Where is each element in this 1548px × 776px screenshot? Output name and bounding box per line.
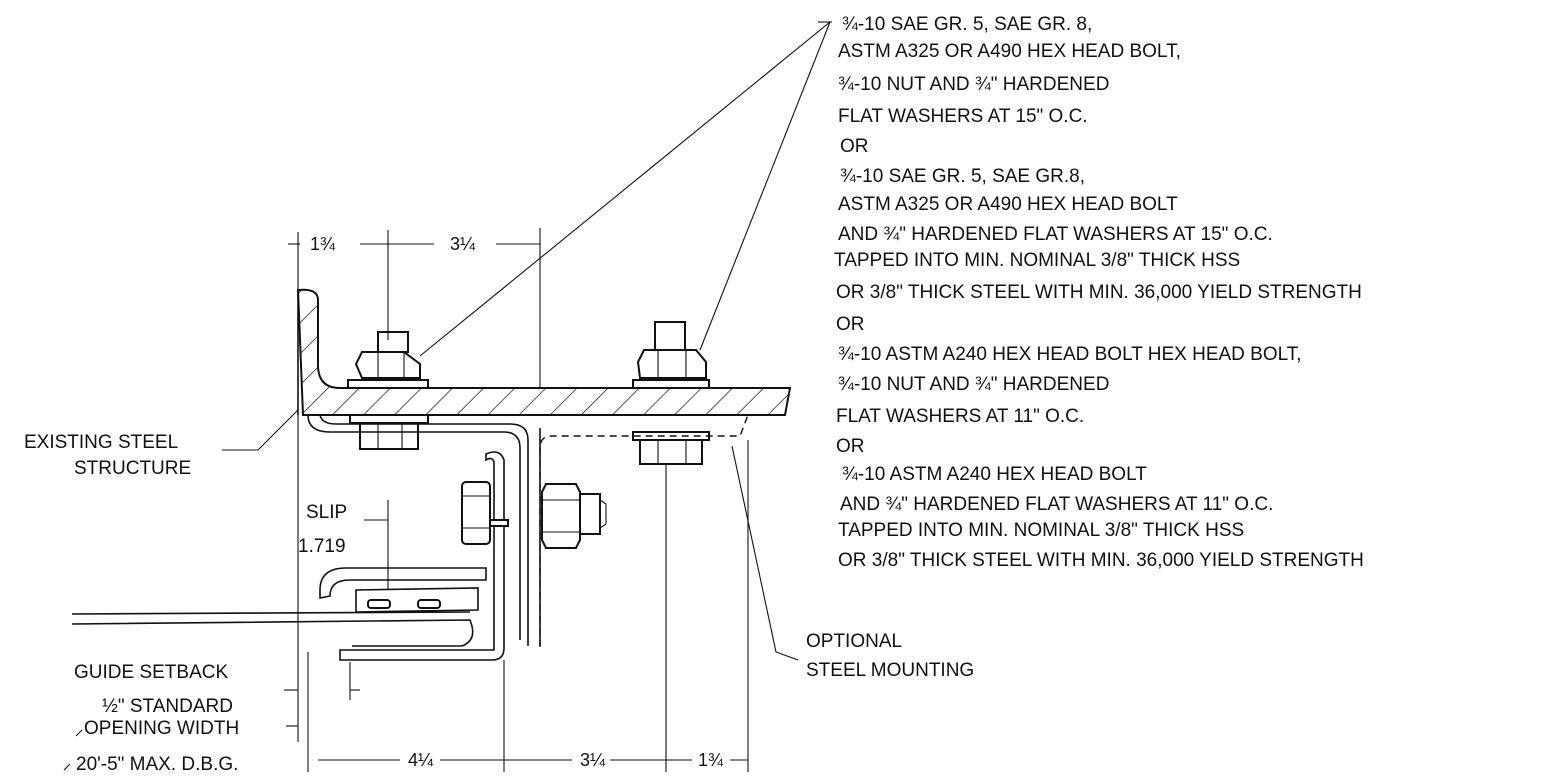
dimension-bottom-b: 3¼	[580, 750, 606, 770]
note-line: OR 3/8" THICK STEEL WITH MIN. 36,000 YIE…	[838, 550, 1364, 571]
dimension-bottom-c: 1¾	[698, 750, 724, 770]
note-line: TAPPED INTO MIN. NOMINAL 3/8" THICK HSS	[838, 520, 1244, 541]
optional-mounting-label: STEEL MOUNTING	[806, 660, 974, 681]
note-line: FLAT WASHERS AT 15" O.C.	[838, 106, 1088, 127]
dimension-bottom-a: 4¼	[408, 750, 434, 770]
standard-setback-label: ½" STANDARD	[102, 696, 233, 717]
note-line: ¾-10 NUT AND ¾" HARDENED	[838, 74, 1109, 95]
existing-steel-label: EXISTING STEEL	[24, 432, 178, 453]
optional-steel-mounting-outline	[539, 414, 749, 647]
guide-bracket	[71, 414, 607, 661]
dimension-top-left: 1¾	[310, 234, 336, 254]
slip-value: 1.719	[298, 536, 346, 557]
dimension-lines	[284, 228, 749, 772]
note-line: FLAT WASHERS AT 11" O.C.	[836, 406, 1084, 427]
opening-width-label: OPENING WIDTH	[84, 718, 239, 739]
left-bolt-assembly	[347, 331, 429, 450]
existing-steel-angle	[296, 288, 792, 416]
note-line: OR	[836, 314, 865, 335]
note-line: OR	[836, 436, 865, 457]
note-line: ASTM A325 OR A490 HEX HEAD BOLT	[838, 194, 1178, 215]
note-line: ¾-10 ASTM A240 HEX HEAD BOLT HEX HEAD BO…	[838, 344, 1302, 365]
dimension-values: 1¾ 3¼ 4¼ 3¼ 1¾	[310, 234, 724, 770]
note-line: ¾-10 NUT AND ¾" HARDENED	[838, 374, 1109, 395]
note-line: ¾-10 ASTM A240 HEX HEAD BOLT	[842, 464, 1147, 485]
note-line: OR 3/8" THICK STEEL WITH MIN. 36,000 YIE…	[836, 282, 1362, 303]
dimension-top-mid: 3¼	[450, 234, 476, 254]
note-line: AND ¾" HARDENED FLAT WASHERS AT 15" O.C.	[838, 224, 1273, 245]
guide-setback-label: GUIDE SETBACK	[74, 662, 228, 683]
note-line: TAPPED INTO MIN. NOMINAL 3/8" THICK HSS	[834, 250, 1240, 271]
note-line: AND ¾" HARDENED FLAT WASHERS AT 11" O.C.	[840, 494, 1273, 515]
optional-mounting-label: OPTIONAL	[806, 631, 902, 652]
max-dbg-label: 20'-5" MAX. D.B.G.	[76, 754, 238, 775]
callout-labels: EXISTING STEEL STRUCTURE SLIP 1.719 OPTI…	[24, 432, 974, 775]
existing-steel-label: STRUCTURE	[74, 458, 191, 479]
leader-lines	[63, 21, 832, 771]
note-line: OR	[840, 136, 869, 157]
note-line: ¾-10 SAE GR. 5, SAE GR.8,	[840, 166, 1085, 187]
note-line: ¾-10 SAE GR. 5, SAE GR. 8,	[842, 14, 1092, 35]
bolt-notes: ¾-10 SAE GR. 5, SAE GR. 8, ASTM A325 OR …	[834, 14, 1364, 571]
slip-label: SLIP	[306, 502, 347, 523]
note-line: ASTM A325 OR A490 HEX HEAD BOLT,	[838, 41, 1181, 62]
